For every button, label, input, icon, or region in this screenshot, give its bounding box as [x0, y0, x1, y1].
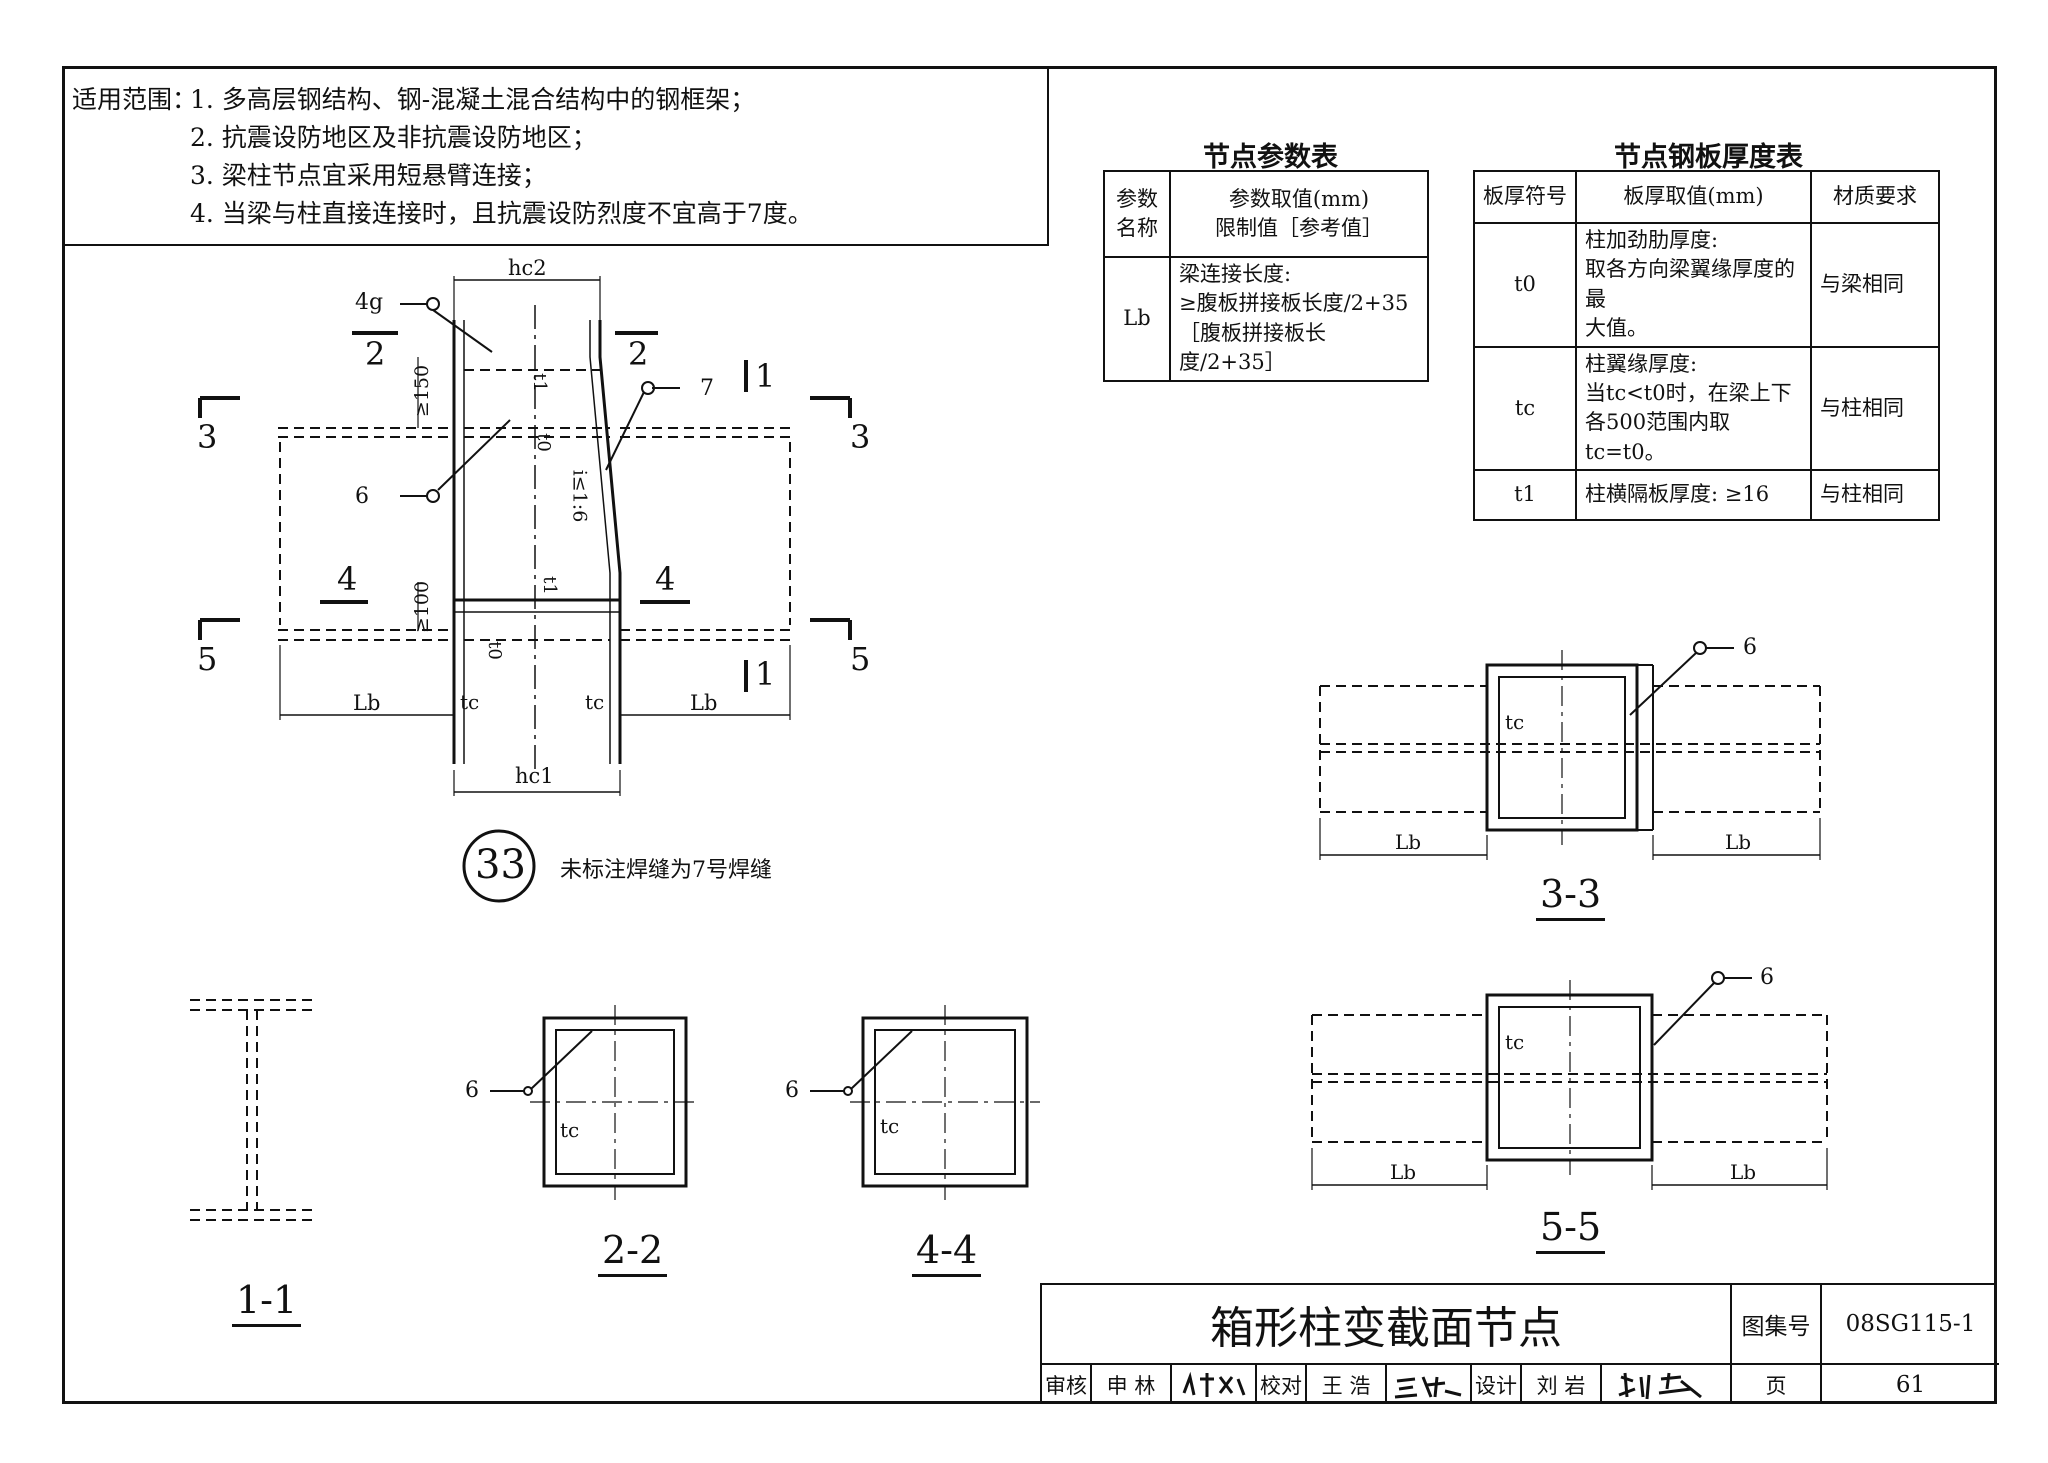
scope-label: 适用范围：	[72, 85, 198, 114]
page-number: 61	[1895, 1371, 1926, 1398]
label-tc-55: tc	[1505, 1030, 1525, 1054]
weld-symbol-6-55: 6	[1760, 965, 1774, 990]
scope-item-1: 1. 多高层钢结构、钢-混凝土混合结构中的钢框架；	[190, 85, 756, 114]
thickness-row-value: 柱横隔板厚度: ≥16	[1575, 469, 1812, 522]
weld-symbol-6: 6	[355, 484, 369, 509]
cut-5-left: 5	[197, 640, 218, 678]
weld-symbol-6-22: 6	[465, 1078, 479, 1103]
dim-lb-55-left: Lb	[1390, 1160, 1417, 1184]
cut-1-top: 1	[755, 357, 776, 395]
param-header-value: 参数取值(mm) 限制值［参考值］	[1169, 170, 1429, 258]
param-row-name: Lb	[1103, 256, 1171, 382]
dim-hc2: hc2	[508, 256, 547, 280]
atlas-label: 图集号	[1732, 1285, 1822, 1365]
cut-2-right: 2	[628, 335, 649, 373]
label-tc-33: tc	[1505, 710, 1525, 734]
cut-4-right: 4	[655, 560, 676, 598]
column-right-edge	[598, 320, 622, 764]
thickness-row-symbol: tc	[1473, 345, 1577, 472]
weld-symbol-6-33: 6	[1743, 635, 1757, 660]
label-tc-left: tc	[460, 690, 480, 714]
atlas-number: 08SG115-1	[1822, 1285, 1999, 1365]
label-tc-22: tc	[560, 1118, 580, 1142]
node-number-circle	[462, 829, 536, 903]
label-t0-upper: t0	[532, 433, 554, 452]
thickness-row-material: 与柱相同	[1810, 345, 1940, 472]
scope-notes	[62, 66, 1049, 246]
cut-3-left: 3	[197, 418, 218, 456]
thickness-row-material: 与柱相同	[1810, 469, 1940, 522]
dim-lb-33-left: Lb	[1395, 830, 1422, 854]
thickness-row-material: 与梁相同	[1810, 222, 1940, 348]
label-t0-lower: t0	[483, 641, 505, 660]
dim-hc1: hc1	[515, 764, 554, 788]
sheet-title: 箱形柱变截面节点	[1042, 1285, 1732, 1365]
weld-symbol-6-44: 6	[785, 1078, 799, 1103]
thickness-row-value: 柱翼缘厚度: 当tc<t0时，在梁上下 各500范围内取 tc=t0。	[1575, 345, 1812, 472]
cut-5-right: 5	[850, 640, 871, 678]
reviewer-signature	[1172, 1365, 1257, 1404]
weld-symbol-4g: 4g	[355, 290, 384, 315]
thickness-row-symbol: t0	[1473, 222, 1577, 348]
dim-lb-33-right: Lb	[1725, 830, 1752, 854]
design-label: 设计	[1472, 1365, 1522, 1404]
node-number: 33	[475, 842, 526, 888]
param-table: 参数 名称 参数取值(mm) 限制值［参考值］ Lb 梁连接长度: ≥腹板拼接板…	[1103, 170, 1429, 382]
reviewer-name: 申 林	[1092, 1365, 1172, 1404]
scope-item-3: 3. 梁柱节点宜采用短悬臂连接；	[190, 161, 547, 190]
label-tc-44: tc	[880, 1114, 900, 1138]
scope-item-2: 2. 抗震设防地区及非抗震设防地区；	[190, 123, 597, 152]
thickness-header-symbol: 板厚符号	[1473, 170, 1577, 224]
dim-lb-left: Lb	[353, 691, 381, 715]
thickness-header-material: 材质要求	[1810, 170, 1940, 224]
title-block: 箱形柱变截面节点 图集号 08SG115-1 审核 申 林 校对 王 浩 设计 …	[1040, 1283, 1999, 1404]
thickness-table: 板厚符号 板厚取值(mm) 材质要求 t0 柱加劲肋厚度: 取各方向梁翼缘厚度的…	[1473, 170, 1940, 522]
cut-1-bottom: 1	[755, 655, 776, 693]
checker-name: 王 浩	[1307, 1365, 1387, 1404]
thickness-header-value: 板厚取值(mm)	[1575, 170, 1812, 224]
cut-4-left: 4	[337, 560, 358, 598]
check-label: 校对	[1257, 1365, 1307, 1404]
section-label-2-2: 2-2	[598, 1228, 668, 1277]
weld-symbol-7: 7	[700, 376, 714, 401]
param-row-value: 梁连接长度: ≥腹板拼接板长度/2+35 ［腹板拼接板长度/2+35］	[1169, 256, 1429, 382]
dim-lb-55-right: Lb	[1730, 1160, 1757, 1184]
param-header-name: 参数 名称	[1103, 170, 1171, 258]
review-label: 审核	[1042, 1365, 1092, 1404]
section-label-1-1: 1-1	[232, 1278, 302, 1327]
section-label-5-5: 5-5	[1536, 1205, 1606, 1254]
thickness-table-title: 节点钢板厚度表	[1614, 142, 1803, 173]
drawing-frame	[62, 66, 1997, 1404]
param-table-title: 节点参数表	[1203, 142, 1338, 173]
dim-150: ≥150	[411, 364, 434, 418]
designer-signature	[1602, 1365, 1732, 1404]
label-t1-upper: t1	[528, 373, 550, 392]
designer-name: 刘 岩	[1522, 1365, 1602, 1404]
section-label-3-3: 3-3	[1536, 872, 1606, 921]
thickness-row-value: 柱加劲肋厚度: 取各方向梁翼缘厚度的最 大值。	[1575, 222, 1812, 348]
page-label: 页	[1732, 1365, 1822, 1404]
dim-100: ≥100	[411, 580, 434, 634]
label-t1-lower: t1	[538, 576, 560, 595]
thickness-row-symbol: t1	[1473, 469, 1577, 522]
cut-2-left: 2	[365, 335, 386, 373]
checker-signature	[1387, 1365, 1472, 1404]
label-tc-right: tc	[585, 690, 605, 714]
scope-item-4: 4. 当梁与柱直接连接时，且抗震设防烈度不宜高于7度。	[190, 199, 813, 228]
weld-note: 未标注焊缝为7号焊缝	[560, 858, 772, 883]
dim-lb-right: Lb	[690, 691, 718, 715]
slope-label: i≤1:6	[568, 469, 591, 523]
cut-3-right: 3	[850, 418, 871, 456]
section-label-4-4: 4-4	[912, 1228, 982, 1277]
